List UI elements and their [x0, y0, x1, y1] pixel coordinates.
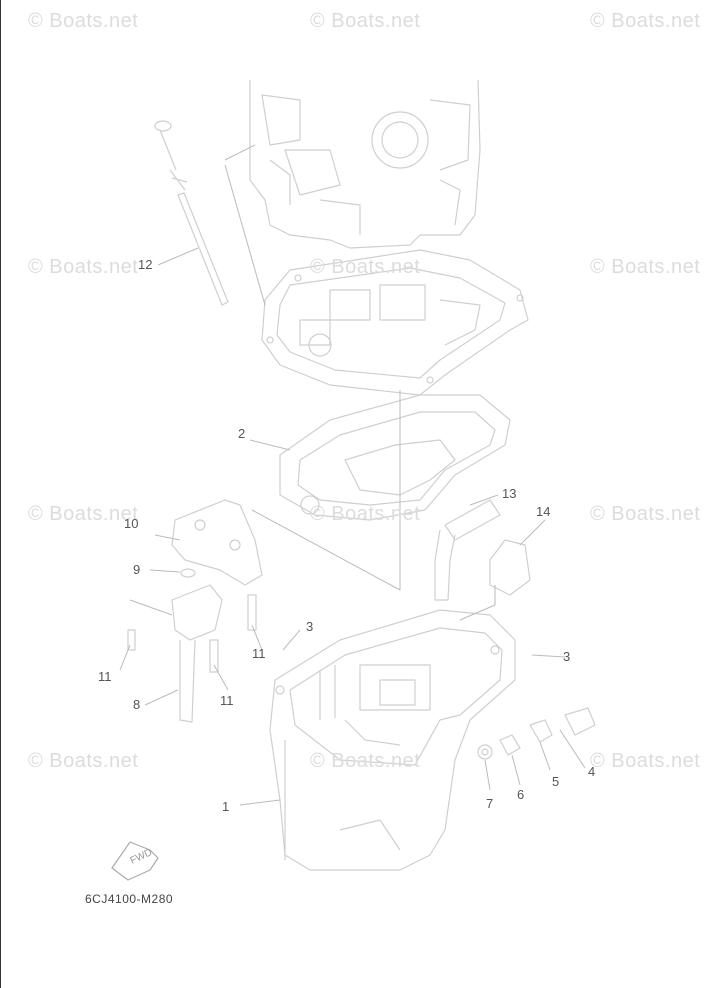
part-number-8: 8: [133, 697, 141, 712]
drain-parts-outline: [477, 707, 596, 760]
watermark: © Boats.net: [590, 256, 701, 278]
left-border: [0, 0, 1, 988]
watermark: © Boats.net: [590, 750, 701, 772]
watermark: © Boats.net: [310, 10, 421, 32]
part-number-14: 14: [536, 504, 551, 519]
hose-outline: [434, 499, 531, 601]
part-number-12: 12: [138, 257, 153, 272]
part-number-11c: 11: [252, 646, 266, 661]
part-number-10: 10: [124, 516, 139, 531]
upper-casing-plate: [261, 249, 529, 396]
part-number-9: 9: [133, 562, 141, 577]
part-number-13: 13: [502, 486, 517, 501]
watermark: © Boats.net: [28, 503, 139, 525]
watermark: © Boats.net: [28, 750, 139, 772]
fwd-label: FWD: [129, 847, 154, 867]
fwd-arrow: [111, 841, 159, 881]
oil-pan-outline: [269, 609, 516, 871]
watermark: © Boats.net: [28, 256, 139, 278]
part-number-2: 2: [238, 426, 246, 441]
gasket-outline: [279, 394, 511, 521]
leader-lines: [119, 144, 586, 806]
watermark: © Boats.net: [310, 503, 421, 525]
engine-block-outline: [249, 79, 481, 249]
part-number-11: 11: [98, 669, 112, 684]
drawing-code: 6CJ4100-M280: [85, 892, 174, 906]
part-number-11b: 11: [220, 693, 234, 708]
watermark: © Boats.net: [28, 10, 139, 32]
dipstick-outline: [154, 120, 229, 306]
part-number-6: 6: [517, 787, 525, 802]
part-number-3b: 3: [563, 649, 571, 664]
oil-strainer-outline: [127, 499, 263, 723]
part-number-1: 1: [222, 799, 230, 814]
watermark: © Boats.net: [590, 503, 701, 525]
part-number-3: 3: [306, 619, 314, 634]
part-number-7: 7: [486, 796, 494, 811]
watermark: © Boats.net: [590, 10, 701, 32]
watermark: © Boats.net: [310, 256, 421, 278]
watermark: © Boats.net: [310, 750, 421, 772]
part-number-5: 5: [552, 774, 560, 789]
part-number-4: 4: [588, 764, 596, 779]
